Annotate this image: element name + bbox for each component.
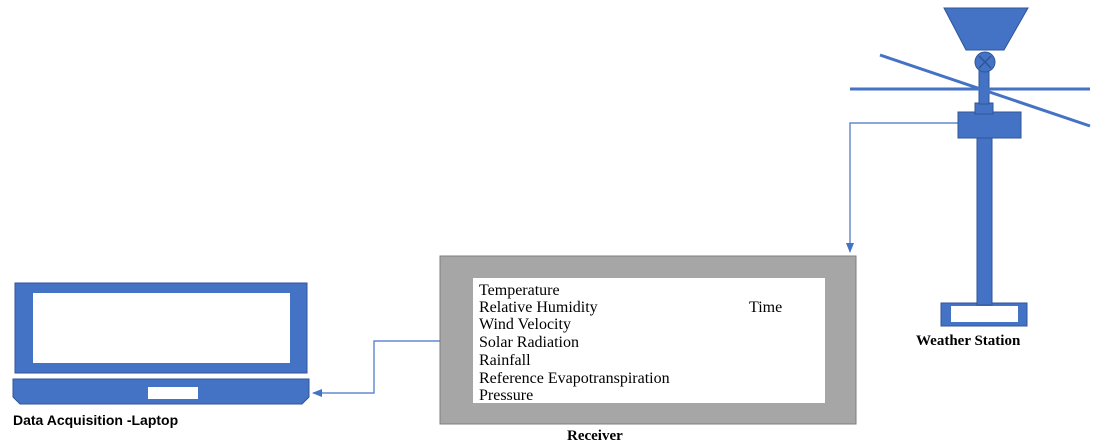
receiver-param-wind-velocity: Wind Velocity <box>479 316 571 333</box>
laptop-screen <box>33 293 290 363</box>
laptop-touchpad <box>148 387 198 399</box>
receiver-param-temperature: Temperature <box>479 282 560 299</box>
weather-station-icon <box>850 7 1091 327</box>
receiver-param-solar-radiation: Solar Radiation <box>479 334 579 351</box>
station-rain-gauge-funnel <box>943 7 1029 51</box>
station-base-inner <box>951 306 1018 322</box>
receiver-box <box>439 255 857 425</box>
receiver-param-relative-humidity: Relative Humidity <box>479 299 598 316</box>
station-diagonal-vane <box>879 53 1091 128</box>
station-joint-top <box>974 102 994 115</box>
station-cross-joint <box>957 111 1022 139</box>
station-to-receiver-connector <box>846 122 958 253</box>
receiver-param-time: Time <box>749 299 783 316</box>
receiver-param-reference-evapotranspiration: Reference Evapotranspiration <box>479 370 670 387</box>
receiver-param-rainfall: Rainfall <box>479 352 531 369</box>
receiver-to-laptop-connector <box>312 340 440 397</box>
station-mast <box>976 137 993 306</box>
station-upper-pole <box>978 67 990 105</box>
laptop-icon <box>12 282 310 405</box>
weather-station-caption: Weather Station <box>916 333 1021 349</box>
station-hub-cross-b <box>978 55 992 69</box>
receiver-caption: Receiver <box>567 428 623 444</box>
laptop-caption: Data Acquisition -Laptop <box>13 412 179 428</box>
receiver-param-pressure: Pressure <box>479 387 534 404</box>
receiver-display <box>473 278 825 403</box>
